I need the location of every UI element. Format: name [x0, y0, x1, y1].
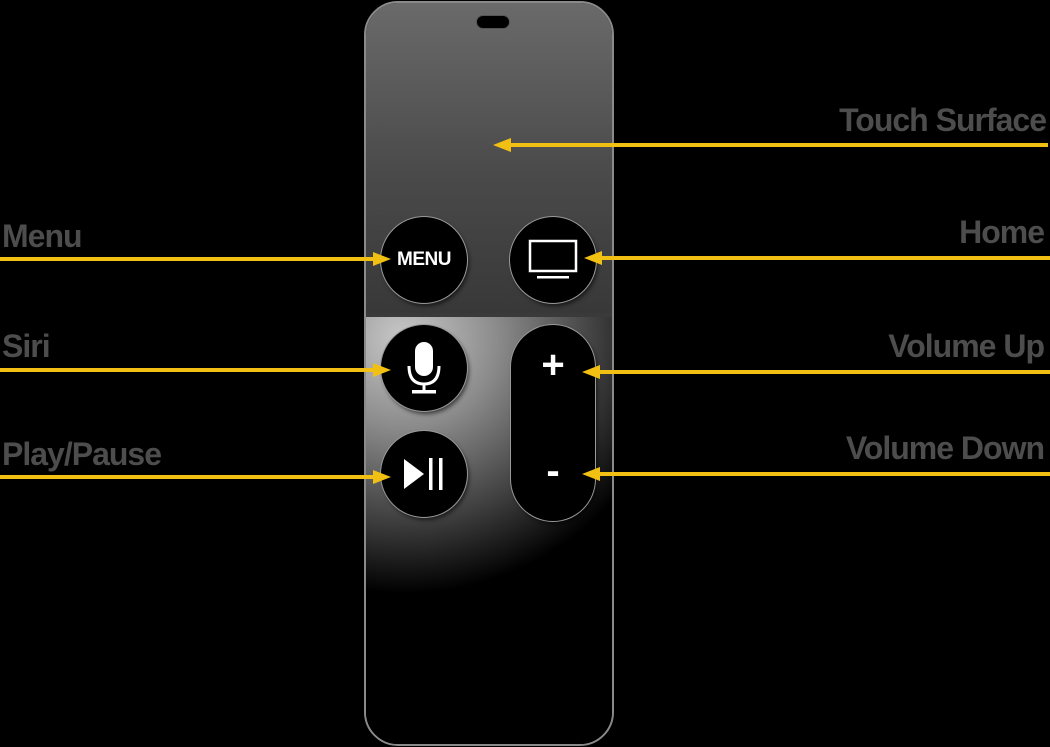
- pointer-home: [600, 256, 1050, 260]
- volume-up-button[interactable]: +: [541, 343, 565, 387]
- label-play-pause: Play/Pause: [2, 436, 162, 472]
- sensor-slot: [476, 15, 510, 29]
- arrowhead-siri: [373, 363, 391, 377]
- label-home: Home: [959, 214, 1045, 250]
- arrowhead-touch-surface: [493, 138, 511, 152]
- play-pause-icon: [404, 458, 443, 490]
- menu-button-label: MENU: [397, 249, 451, 270]
- arrowhead-menu: [373, 252, 391, 266]
- menu-button[interactable]: MENU: [381, 217, 467, 303]
- remote-body: MENU + -: [364, 1, 614, 746]
- pointer-siri: [0, 368, 375, 372]
- volume-down-button[interactable]: -: [546, 449, 560, 493]
- pointer-volume-down: [598, 472, 1050, 476]
- microphone-icon: [407, 342, 441, 394]
- home-button[interactable]: [510, 217, 596, 303]
- label-menu: Menu: [2, 218, 83, 254]
- label-touch-surface: Touch Surface: [839, 102, 1047, 138]
- pointer-touch-surface: [510, 143, 1048, 147]
- arrowhead-home: [584, 251, 602, 265]
- tv-icon: [528, 239, 578, 279]
- label-siri: Siri: [2, 328, 51, 364]
- arrowhead-volume-up: [582, 365, 600, 379]
- play-pause-button[interactable]: [381, 431, 467, 517]
- arrowhead-volume-down: [582, 467, 600, 481]
- siri-button[interactable]: [381, 325, 467, 411]
- label-volume-up: Volume Up: [888, 328, 1045, 364]
- label-volume-down: Volume Down: [845, 430, 1045, 466]
- pointer-volume-up: [598, 370, 1050, 374]
- pointer-menu: [0, 257, 375, 261]
- arrowhead-play-pause: [373, 470, 391, 484]
- volume-rocker: + -: [511, 325, 595, 521]
- pointer-play-pause: [0, 475, 375, 479]
